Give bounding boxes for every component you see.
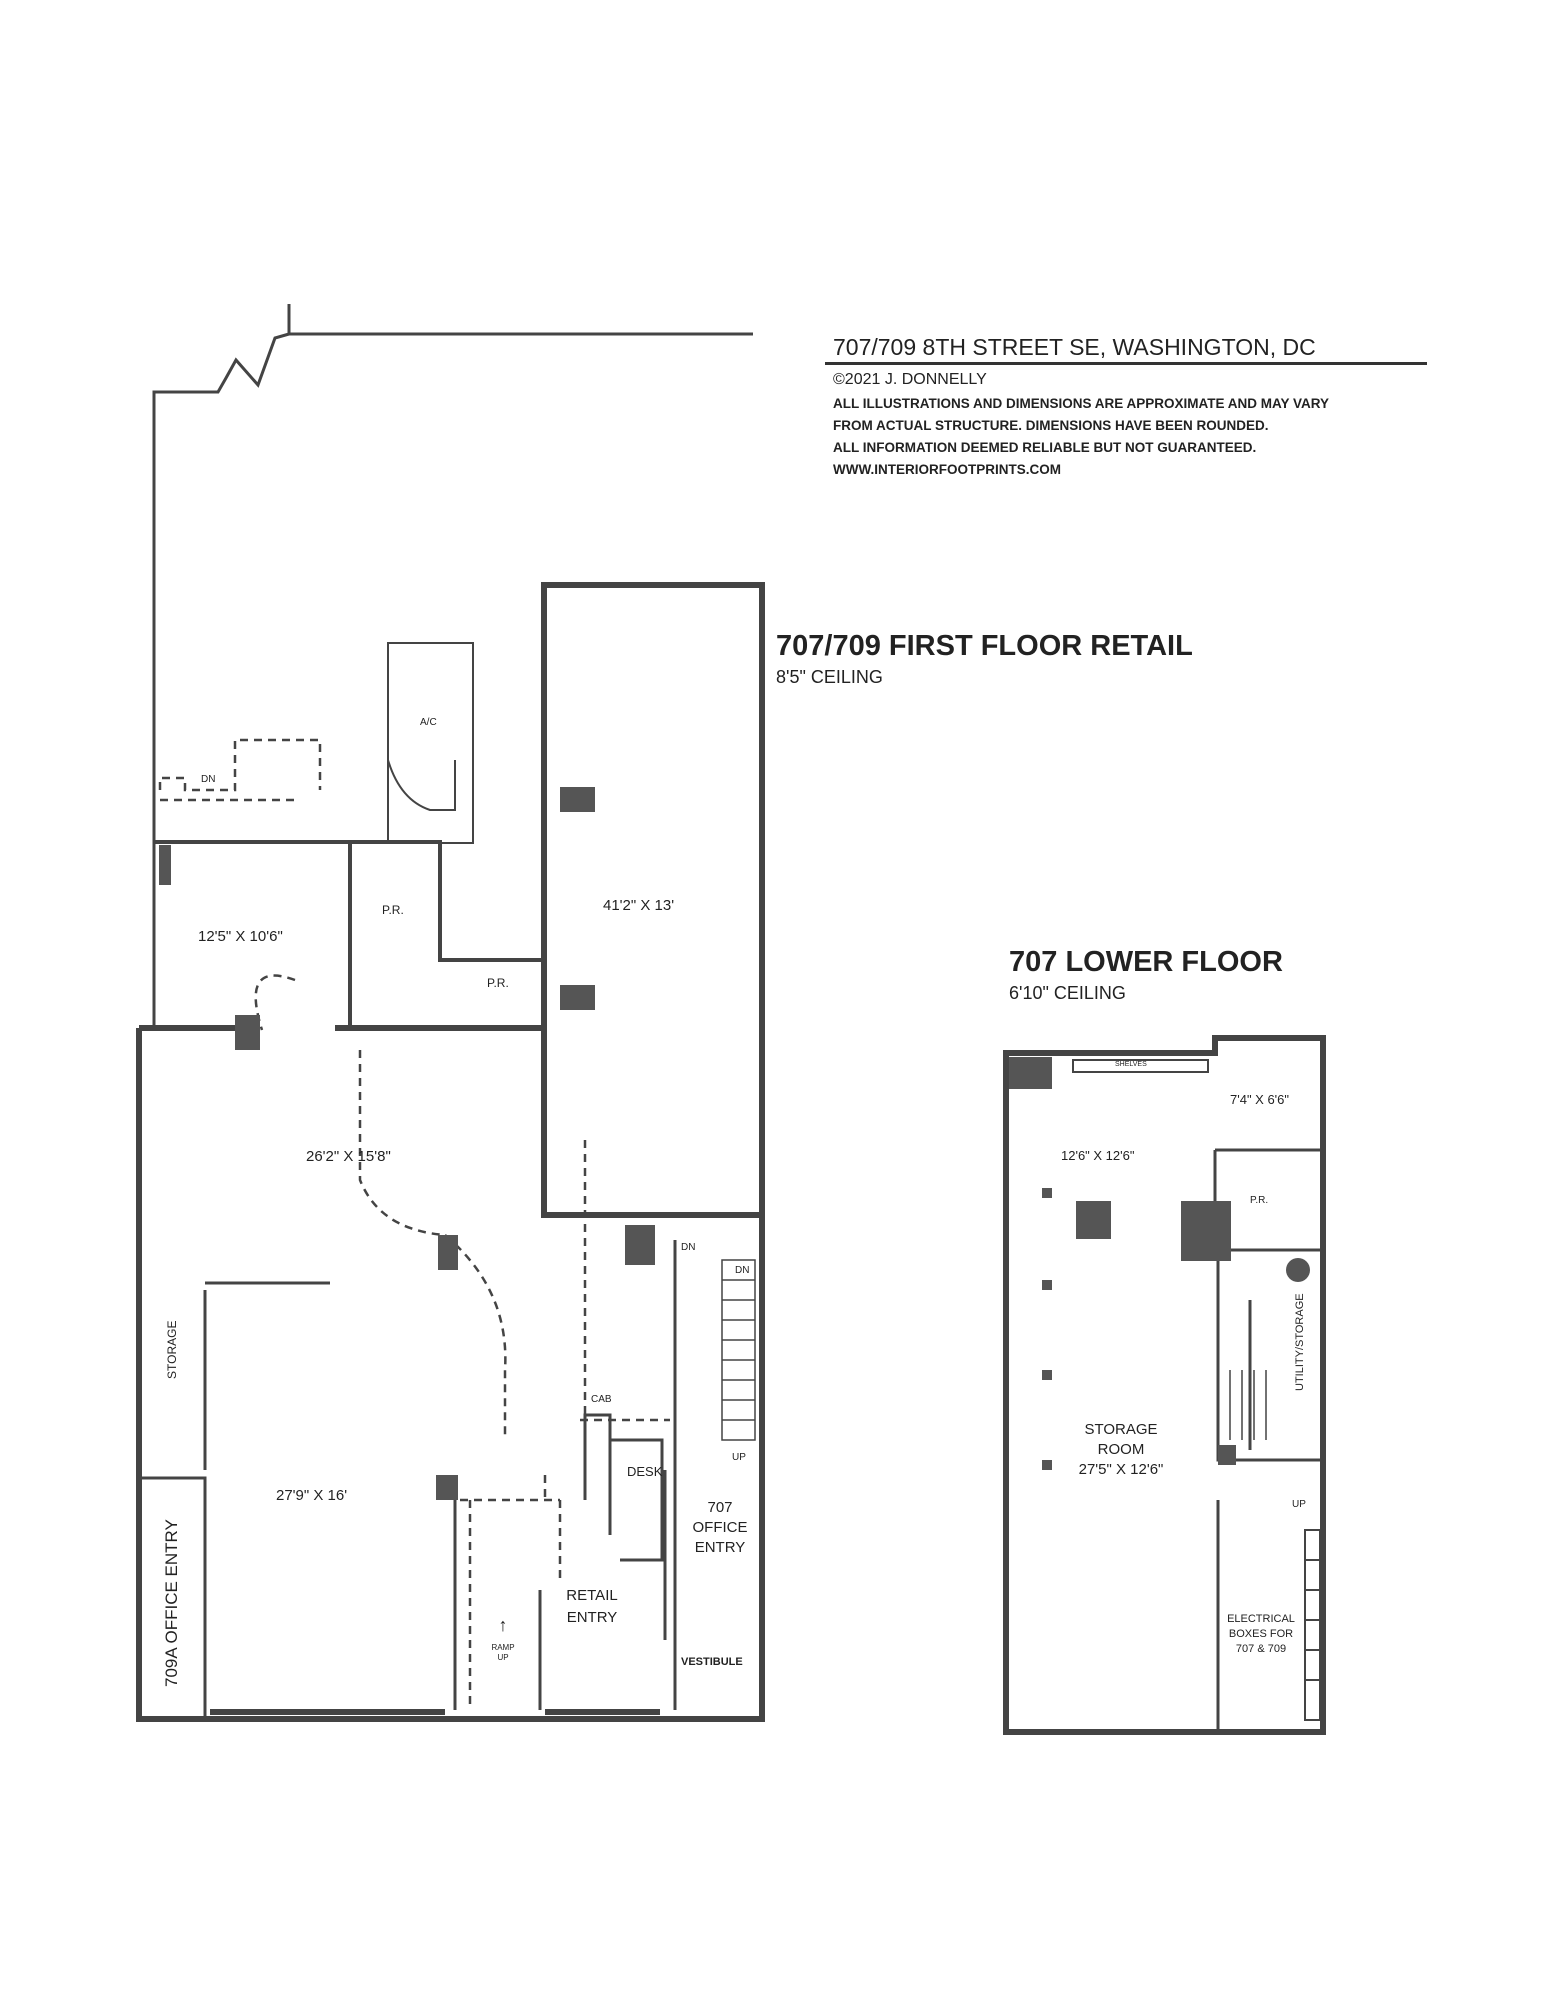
title-underline — [825, 362, 1427, 365]
vestibule-label: VESTIBULE — [681, 1656, 743, 1668]
desk-label: DESK — [627, 1464, 662, 1479]
water-heater — [1286, 1258, 1310, 1282]
column — [1076, 1201, 1111, 1239]
office-707-entry-label: 707OFFICEENTRY — [688, 1498, 752, 1558]
column — [1009, 1057, 1052, 1089]
retail-entry-label: RETAILENTRY — [555, 1585, 629, 1629]
room-dimension: 26'2" X 15'8" — [306, 1148, 391, 1165]
column — [560, 985, 595, 1010]
office-709a-entry-label: 709A OFFICE ENTRY — [162, 1517, 182, 1687]
column — [438, 1235, 458, 1270]
column — [560, 787, 595, 812]
shelves-label: SHELVES — [1115, 1061, 1147, 1068]
label-line: STORAGE — [1070, 1420, 1172, 1440]
disclaimer-line-2: FROM ACTUAL STRUCTURE. DIMENSIONS HAVE B… — [833, 415, 1269, 437]
ramp-arrow-icon: ↑ — [488, 1615, 518, 1636]
stairs — [722, 1260, 755, 1440]
cab-label: CAB — [591, 1394, 612, 1405]
ac-label: A/C — [420, 717, 437, 728]
disclaimer-line-1: ALL ILLUSTRATIONS AND DIMENSIONS ARE APP… — [833, 393, 1329, 415]
column — [625, 1225, 655, 1265]
room-dimension: 27'5" X 12'6" — [1070, 1460, 1172, 1480]
lower-floor-title: 707 LOWER FLOOR — [1009, 946, 1283, 979]
column — [1042, 1280, 1052, 1290]
column — [1042, 1188, 1052, 1198]
label-line: RAMP — [488, 1643, 518, 1653]
label-line: UP — [488, 1653, 518, 1663]
room-dimension: 7'4" X 6'6" — [1230, 1092, 1289, 1107]
electrical-boxes-label: ELECTRICALBOXES FOR707 & 709 — [1220, 1612, 1302, 1657]
column — [159, 845, 171, 885]
label-line: 707 & 709 — [1220, 1642, 1302, 1657]
first-floor-ceiling: 8'5" CEILING — [776, 667, 883, 688]
up-label: UP — [732, 1452, 746, 1463]
room-dimension: 27'9" X 16' — [276, 1487, 347, 1504]
room-dimension: 12'6" X 12'6" — [1061, 1148, 1134, 1163]
site-boundary — [154, 304, 753, 1028]
dn-label: DN — [735, 1265, 749, 1276]
website: WWW.INTERIORFOOTPRINTS.COM — [833, 459, 1061, 481]
column — [1042, 1370, 1052, 1380]
electrical-boxes — [1305, 1530, 1320, 1720]
lower-floor-ceiling: 6'10" CEILING — [1009, 983, 1126, 1004]
dn-label: DN — [201, 774, 215, 785]
wall-main-building — [139, 1028, 762, 1719]
room-dimension: 41'2" X 13' — [603, 897, 674, 914]
powder-room-label: P.R. — [1250, 1195, 1268, 1206]
first-floor-title: 707/709 FIRST FLOOR RETAIL — [776, 630, 1193, 663]
column — [436, 1475, 458, 1500]
label-line: ENTRY — [555, 1607, 629, 1629]
room-dimension: 12'5" X 10'6" — [198, 928, 283, 945]
label-line: 707 — [688, 1498, 752, 1518]
copyright: ©2021 J. DONNELLY — [833, 369, 987, 391]
utility-storage-label: UTILITY/STORAGE — [1294, 1291, 1306, 1391]
label-line: RETAIL — [555, 1585, 629, 1607]
dn-label: DN — [681, 1242, 695, 1253]
label-line: ROOM — [1070, 1440, 1172, 1460]
powder-room-label: P.R. — [487, 976, 509, 990]
address-title: 707/709 8TH STREET SE, WASHINGTON, DC — [833, 334, 1316, 361]
ramp-label: RAMPUP — [488, 1643, 518, 1663]
ac-unit — [388, 643, 473, 843]
label-line: BOXES FOR — [1220, 1627, 1302, 1642]
disclaimer-line-3: ALL INFORMATION DEEMED RELIABLE BUT NOT … — [833, 437, 1256, 459]
column — [1181, 1201, 1231, 1261]
dashed-lines — [160, 740, 670, 1710]
label-line: OFFICE — [688, 1518, 752, 1538]
up-label: UP — [1292, 1499, 1306, 1510]
storage-label: STORAGE — [165, 1319, 179, 1379]
column — [1218, 1445, 1236, 1465]
column — [235, 1015, 260, 1050]
label-line: ELECTRICAL — [1220, 1612, 1302, 1627]
column — [1042, 1460, 1052, 1470]
powder-room-label: P.R. — [382, 903, 404, 917]
storage-room-label: STORAGEROOM27'5" X 12'6" — [1070, 1420, 1172, 1480]
label-line: ENTRY — [688, 1538, 752, 1558]
